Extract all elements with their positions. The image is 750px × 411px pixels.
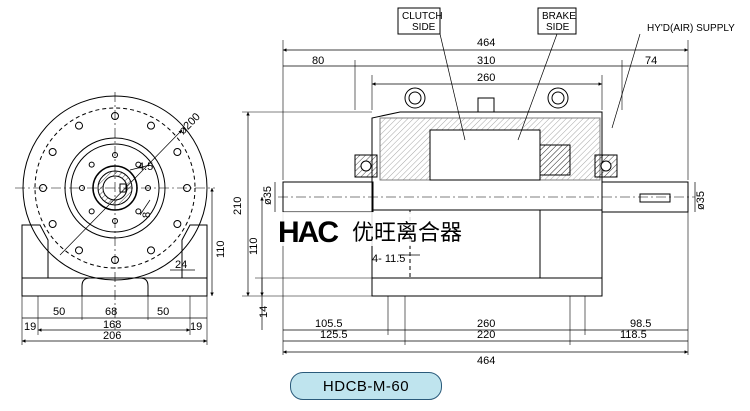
front-inner-bolt-holes [79, 152, 151, 224]
bolt-hole [111, 256, 119, 264]
side-right-shaft: ø35 [695, 191, 707, 210]
front-dim-68: 68 [105, 306, 117, 318]
model-label: HDCB-M-60 [322, 377, 410, 395]
front-dim-19-right: 19 [190, 321, 202, 333]
model-label-badge: HDCB-M-60 [290, 372, 442, 400]
bolt-hole [75, 121, 83, 130]
front-dim-50-right: 50 [157, 306, 169, 318]
bolt-hole [173, 148, 182, 156]
front-base-plate [21, 277, 208, 297]
front-left-leg [21, 224, 49, 278]
side-bottom-125-5: 125.5 [320, 329, 348, 341]
front-diameter-label: ø200 [177, 111, 203, 137]
logo-company-name: 优旺离合器 [352, 220, 462, 245]
side-top-80: 80 [312, 55, 324, 67]
front-dim-4-5: 4.5 [138, 161, 153, 173]
front-dim-8: 8 [141, 212, 153, 218]
bolt-hole [48, 220, 57, 228]
side-top-74: 74 [645, 55, 657, 67]
front-dim-50-left: 50 [53, 306, 65, 318]
brake-label-line2: SIDE [546, 22, 570, 33]
bolt-hole [112, 218, 118, 224]
front-bolt-holes [39, 112, 191, 264]
side-bottom-220: 220 [477, 329, 495, 341]
logo-brand-text: HAC [278, 216, 338, 249]
front-dim-110: 110 [215, 240, 227, 258]
side-top-464: 464 [477, 37, 495, 49]
side-bottom-118-5: 118.5 [620, 329, 647, 341]
side-top-310: 310 [477, 55, 495, 67]
side-bottom-105-5: 105.5 [315, 318, 343, 330]
clutch-label-line2: SIDE [412, 22, 436, 33]
side-left-210: 210 [232, 197, 244, 215]
clutch-side-box [397, 7, 441, 35]
side-housing [371, 111, 603, 210]
side-left-14: 14 [258, 306, 270, 318]
front-dim-24: 24 [175, 259, 187, 271]
side-bottom-260: 260 [477, 318, 495, 330]
side-left-shaft: ø35 [262, 186, 274, 205]
side-bottom-464: 464 [477, 355, 495, 367]
bolt-hole [39, 184, 47, 192]
front-width-206: 206 [103, 330, 121, 342]
front-dim-19-left: 19 [24, 321, 36, 333]
bolt-hole [145, 185, 151, 191]
side-view-labels: CLUTCH SIDE BRAKE SIDE HY'D(AIR) SUPPLY … [232, 11, 735, 367]
side-left-110: 110 [248, 237, 260, 255]
front-width-168: 168 [103, 319, 121, 331]
bolt-hole [75, 246, 83, 255]
bolt-hole [135, 161, 142, 168]
bolt-hole [88, 208, 95, 215]
bolt-hole [183, 184, 191, 192]
brake-label-line1: BRAKE [542, 11, 576, 22]
front-view [15, 92, 215, 345]
side-top-260: 260 [477, 72, 495, 84]
bolt-hole [88, 161, 95, 168]
side-base-plate [371, 277, 603, 297]
company-logo: HAC 优旺离合器 [275, 212, 480, 249]
bolt-hole [147, 121, 155, 130]
bolt-hole [48, 148, 57, 156]
front-right-leg [181, 224, 208, 278]
hyd-supply-label: HY'D(AIR) SUPPLY [647, 23, 735, 34]
bolt-hole [79, 185, 85, 191]
side-bottom-98-5: 98.5 [630, 318, 651, 330]
bolt-hole [111, 112, 119, 120]
bolt-hole [112, 152, 118, 158]
side-dim-holes: 4- 11.5 [372, 253, 405, 265]
clutch-label-line1: CLUTCH [402, 11, 443, 22]
bolt-hole [147, 246, 155, 255]
bolt-hole [173, 220, 182, 228]
side-view [242, 7, 696, 355]
bolt-hole [135, 208, 142, 215]
